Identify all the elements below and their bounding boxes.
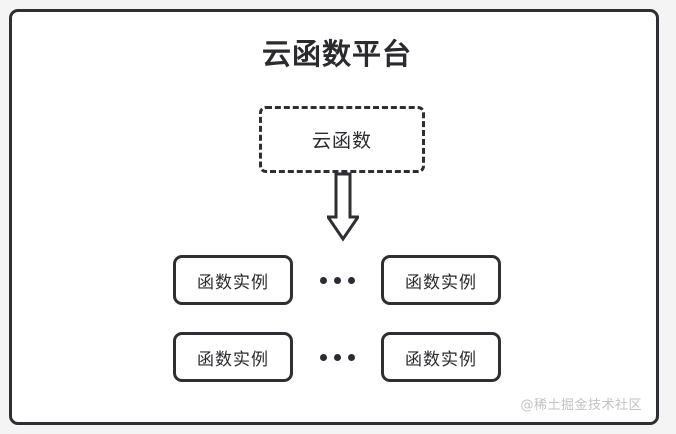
function-instance-box: 函数实例: [173, 255, 293, 305]
function-instance-label: 函数实例: [197, 272, 269, 293]
ellipsis-icon: [293, 332, 381, 382]
ellipsis-dot: [333, 276, 341, 284]
instance-row: 函数实例 函数实例: [12, 255, 662, 305]
platform-frame: 云函数平台 云函数 函数实例 函数实例 函数实例: [9, 9, 659, 425]
instance-row: 函数实例 函数实例: [12, 332, 662, 382]
cloud-function-node: 云函数: [259, 106, 425, 173]
ellipsis-dot: [347, 276, 355, 284]
ellipsis-dot: [333, 353, 341, 361]
ellipsis-icon: [293, 255, 381, 305]
function-instance-label: 函数实例: [405, 272, 477, 293]
ellipsis-dot: [319, 353, 327, 361]
function-instance-label: 函数实例: [197, 349, 269, 370]
cloud-function-label: 云函数: [311, 130, 372, 152]
page-title: 云函数平台: [261, 37, 412, 71]
function-instance-label: 函数实例: [405, 349, 477, 370]
ellipsis-dot: [319, 276, 327, 284]
down-arrow-icon: [325, 172, 361, 242]
ellipsis-dot: [347, 353, 355, 361]
function-instance-box: 函数实例: [381, 332, 501, 382]
watermark-text: @稀土掘金技术社区: [520, 398, 642, 413]
function-instance-box: 函数实例: [381, 255, 501, 305]
function-instance-box: 函数实例: [173, 332, 293, 382]
